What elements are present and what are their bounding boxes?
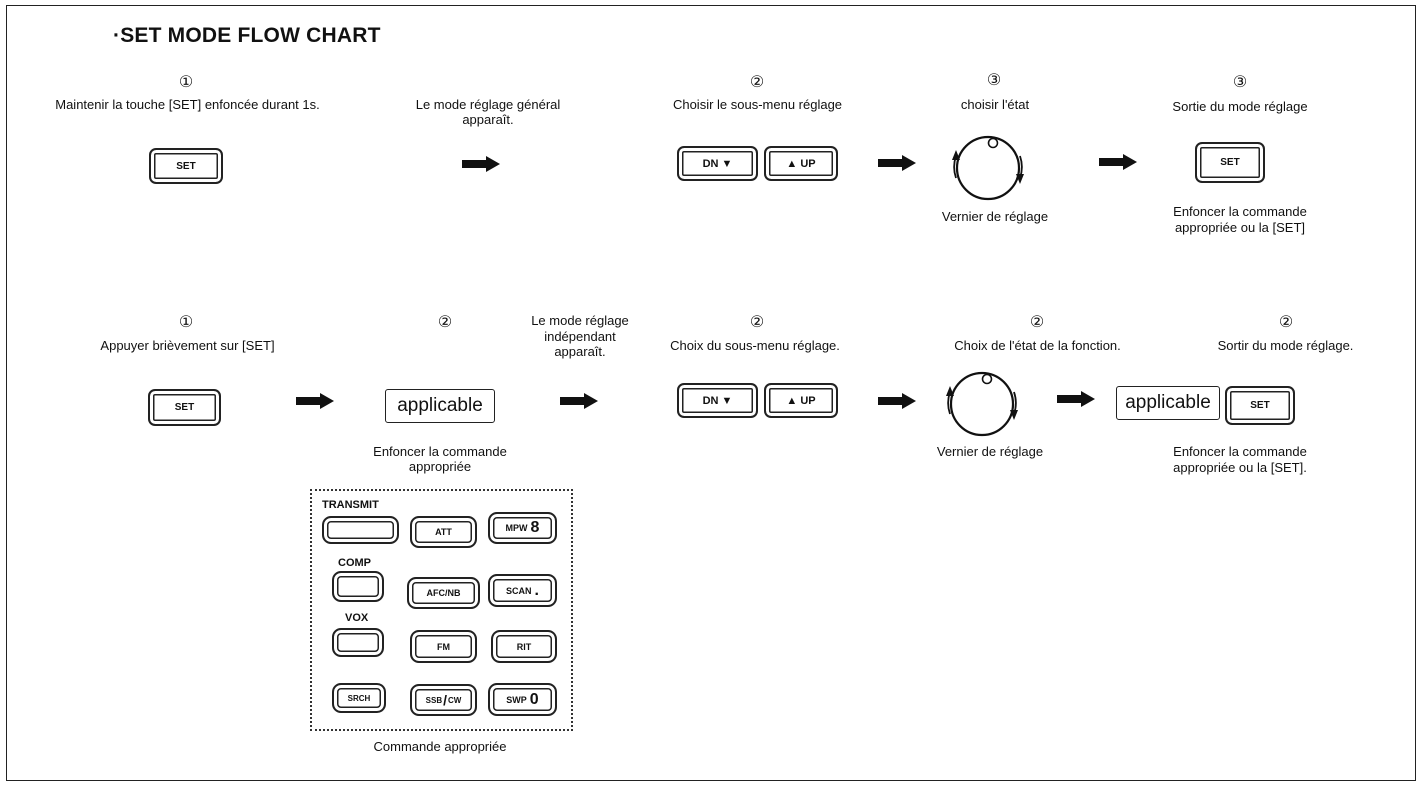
note-text: appropriée ou la [SET].: [1173, 460, 1307, 475]
note-text: Enfoncer la commande: [1173, 204, 1307, 219]
dn-button[interactable]: DN ▼: [677, 146, 758, 181]
note-text: Enfoncer la commande: [373, 444, 507, 459]
step-text: Choix de l'état de la fonction.: [954, 338, 1121, 353]
arrow-right-icon: [878, 393, 916, 409]
tuning-dial-icon[interactable]: [946, 126, 1030, 210]
ssb-label: SSB: [425, 695, 443, 705]
rit-key[interactable]: RIT: [491, 630, 557, 663]
afc-nb-key[interactable]: AFC/NB: [407, 577, 480, 609]
scan-key-label: SCAN: [506, 585, 532, 596]
step-text: Appuyer brièvement sur [SET]: [100, 338, 275, 353]
arrow-right-icon: [1099, 154, 1137, 170]
ssb-cw-key[interactable]: SSB/CW: [410, 684, 477, 716]
step-number: ②: [437, 314, 453, 331]
result-text: Le mode réglage: [531, 313, 629, 328]
step-number: ②: [1278, 314, 1294, 331]
note-text: Enfoncer la commande: [1173, 444, 1307, 459]
fm-key[interactable]: FM: [410, 630, 477, 663]
keypad-caption: Commande appropriée: [373, 739, 507, 754]
att-key[interactable]: ATT: [410, 516, 477, 548]
set-button[interactable]: SET: [1225, 386, 1295, 425]
step-number: ②: [1029, 314, 1045, 331]
page-title: ·SET MODE FLOW CHART: [113, 24, 381, 47]
set-button[interactable]: SET: [148, 389, 221, 426]
cw-label: CW: [448, 695, 462, 705]
step-number: ①: [178, 314, 194, 331]
applicable-box[interactable]: applicable: [385, 389, 495, 423]
scan-key-dot: .: [534, 581, 539, 599]
step-text: choisir l'état: [960, 97, 1030, 112]
step-text: Maintenir la touche [SET] enfoncée duran…: [55, 97, 320, 112]
result-text: Le mode réglage général: [415, 97, 561, 112]
step-text: Sortie du mode réglage: [1172, 99, 1308, 114]
transmit-label: TRANSMIT: [322, 499, 379, 511]
step-text: Sortir du mode réglage.: [1217, 338, 1354, 353]
step-number: ③: [986, 72, 1002, 89]
swp-key-digit: 0: [529, 690, 539, 708]
diagram-frame: [6, 5, 1416, 781]
arrow-right-icon: [1057, 391, 1095, 407]
dn-button[interactable]: DN ▼: [677, 383, 758, 418]
applicable-box[interactable]: applicable: [1116, 386, 1220, 420]
step-number: ②: [749, 74, 765, 91]
step-number: ②: [749, 314, 765, 331]
arrow-right-icon: [878, 155, 916, 171]
vox-label: VOX: [345, 612, 369, 624]
arrow-right-icon: [560, 393, 598, 409]
step-number: ①: [178, 74, 194, 91]
transmit-key[interactable]: [322, 516, 399, 544]
note-text: appropriée: [408, 459, 472, 474]
tuning-dial-icon[interactable]: [940, 362, 1024, 446]
mpw-key-label: MPW: [505, 523, 528, 533]
step-text: Choix du sous-menu réglage.: [670, 338, 840, 353]
result-text: indépendant: [544, 329, 616, 344]
up-button[interactable]: ▲ UP: [764, 146, 838, 181]
slash-icon: /: [443, 692, 447, 708]
scan-key[interactable]: SCAN.: [488, 574, 557, 607]
swp-key-label: SWP: [506, 694, 527, 705]
knob-label: Vernier de réglage: [936, 444, 1044, 459]
set-button[interactable]: SET: [149, 148, 223, 184]
step-text: Choisir le sous-menu réglage: [672, 97, 843, 112]
result-text: apparaît.: [554, 344, 606, 359]
note-text: appropriée ou la [SET]: [1174, 220, 1306, 235]
srch-key[interactable]: SRCH: [332, 683, 386, 713]
result-text: apparaît.: [462, 112, 514, 127]
arrow-right-icon: [462, 156, 500, 172]
arrow-right-icon: [296, 393, 334, 409]
comp-key[interactable]: [332, 571, 384, 602]
knob-label: Vernier de réglage: [941, 209, 1049, 224]
comp-label: COMP: [338, 557, 371, 569]
up-button[interactable]: ▲ UP: [764, 383, 838, 418]
set-button[interactable]: SET: [1195, 142, 1265, 183]
mpw-key-digit: 8: [530, 519, 540, 536]
vox-key[interactable]: [332, 628, 384, 657]
step-number: ③: [1232, 74, 1248, 91]
